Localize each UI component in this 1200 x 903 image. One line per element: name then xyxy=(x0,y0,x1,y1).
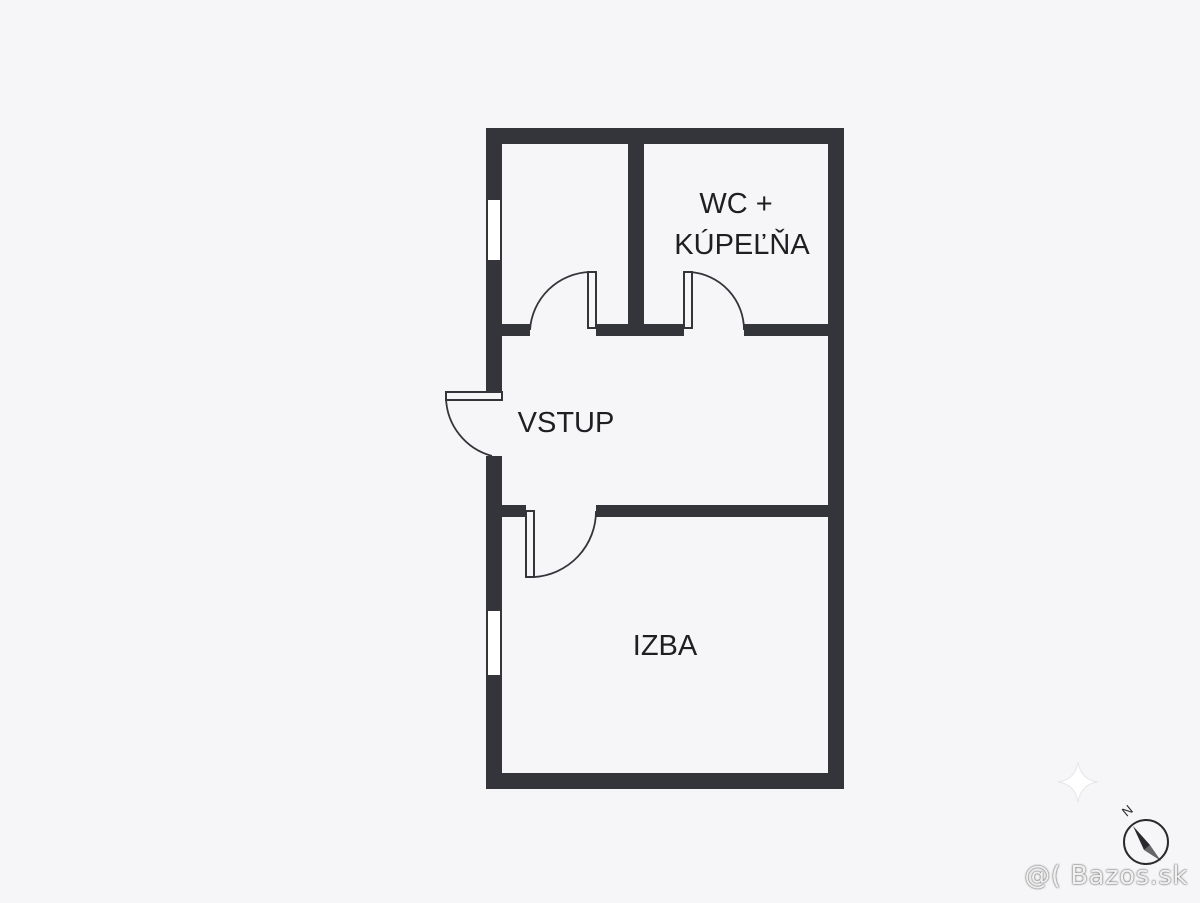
wall-hall-top-a xyxy=(502,324,530,336)
wall-hall-bottom-a xyxy=(502,505,526,517)
wall-hall-top-b xyxy=(596,324,684,336)
compass-north-label: N xyxy=(1119,802,1136,820)
room-label-entrance: VSTUP xyxy=(518,407,615,439)
room-label-bathroom: KÚPEĽŇA xyxy=(674,228,810,261)
room-label-wc: WC + xyxy=(699,188,772,220)
wall-hall-top-c xyxy=(744,324,828,336)
watermark: @( Bazos.sk xyxy=(1024,861,1188,891)
door-bathroom xyxy=(683,271,745,331)
wall-top xyxy=(486,128,844,144)
sparkle-icon xyxy=(1057,761,1099,803)
window-storage xyxy=(488,200,500,260)
door-entrance xyxy=(445,391,503,457)
compass-icon: N xyxy=(1119,802,1169,865)
wall-hall-bottom-b xyxy=(596,505,828,517)
wall-right xyxy=(828,128,844,789)
outer-walls xyxy=(486,128,844,789)
wall-storage-bath-divider xyxy=(628,144,644,336)
wall-bottom xyxy=(486,773,844,789)
interior-walls xyxy=(502,144,828,517)
window-room xyxy=(488,611,500,675)
door-room xyxy=(525,510,597,578)
room-label-room: IZBA xyxy=(633,630,698,662)
door-storage xyxy=(529,271,597,331)
